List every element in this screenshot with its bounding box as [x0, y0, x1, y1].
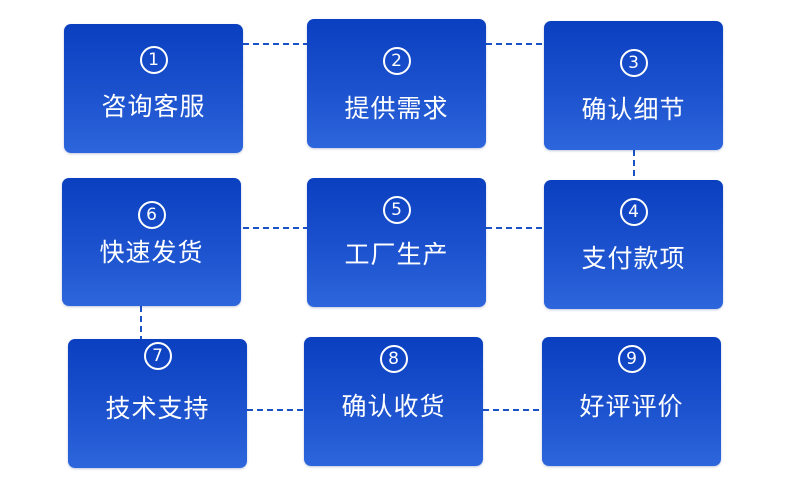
step-label: 技术支持 — [105, 394, 210, 423]
step-3-box: 3 确认细节 — [544, 21, 723, 150]
step-number: 4 — [619, 198, 648, 226]
step-label: 工厂生产 — [344, 240, 449, 269]
step-number: 9 — [617, 345, 646, 373]
step-4-box: 4 支付款项 — [544, 180, 723, 309]
step-number: 2 — [382, 47, 411, 75]
step-number: 7 — [143, 342, 172, 370]
step-number: 1 — [139, 46, 168, 74]
step-9-box: 9 好评评价 — [542, 337, 721, 466]
step-7-box: 7 技术支持 — [68, 339, 247, 468]
step-number: 5 — [382, 196, 411, 224]
step-number: 8 — [379, 345, 408, 373]
step-label: 快速发货 — [99, 238, 204, 267]
step-1-box: 1 咨询客服 — [64, 24, 243, 153]
step-label: 支付款项 — [581, 244, 686, 273]
step-label: 咨询客服 — [101, 92, 206, 121]
step-number: 6 — [137, 201, 166, 229]
step-8-box: 8 确认收货 — [304, 337, 483, 466]
step-label: 确认收货 — [341, 392, 446, 421]
step-number: 3 — [619, 49, 648, 77]
step-2-box: 2 提供需求 — [307, 19, 486, 148]
step-label: 提供需求 — [344, 94, 449, 123]
step-5-box: 5 工厂生产 — [307, 178, 486, 307]
step-label: 确认细节 — [581, 95, 686, 124]
step-6-box: 6 快速发货 — [62, 178, 241, 306]
step-label: 好评评价 — [579, 392, 684, 421]
